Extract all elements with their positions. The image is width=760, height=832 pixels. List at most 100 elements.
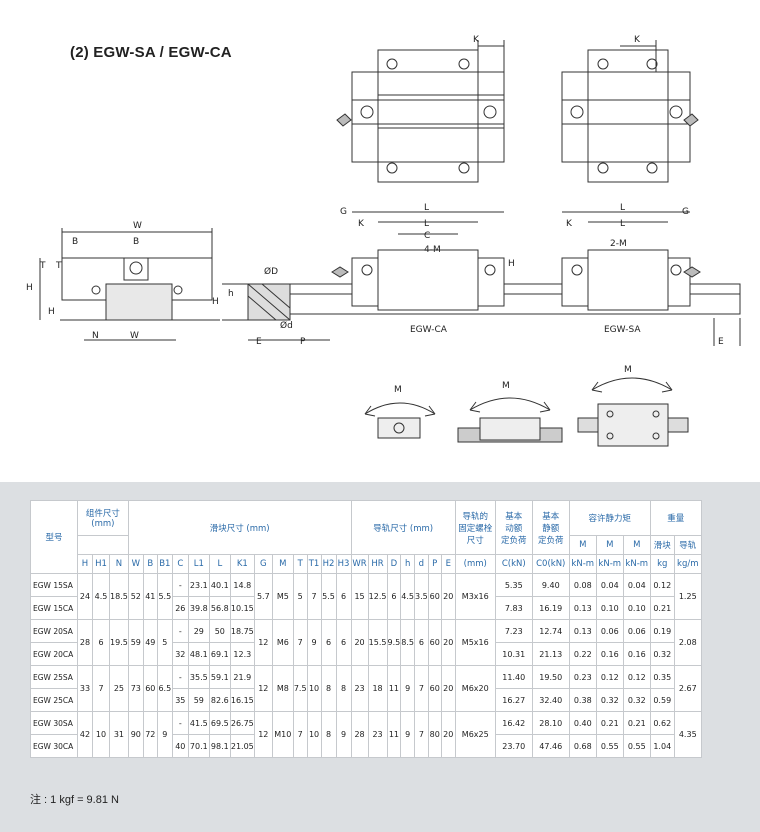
- value-cell: 12.3: [229, 642, 255, 666]
- value-cell: 0.32: [622, 688, 651, 712]
- value-cell: 16.15: [229, 688, 255, 712]
- value-cell: 7.5: [292, 665, 308, 712]
- value-cell: 6: [414, 619, 429, 666]
- column-header: H2: [320, 554, 337, 574]
- value-cell: 7: [414, 711, 429, 758]
- column-header: W: [127, 554, 144, 574]
- value-cell: 10: [306, 711, 322, 758]
- label-l-ca: L: [424, 203, 429, 213]
- header-rail: 导轨尺寸 (mm): [350, 500, 456, 555]
- header-mr: M: [568, 535, 597, 555]
- value-cell: 0.06: [595, 619, 624, 643]
- label-k1-ca: K: [473, 35, 480, 45]
- header-assembly: 组件尺寸(mm): [77, 500, 129, 536]
- value-cell: 73: [127, 665, 144, 712]
- value-cell: 48.1: [187, 642, 210, 666]
- column-header: d: [414, 554, 429, 574]
- value-cell: 2.67: [673, 665, 702, 712]
- value-cell: 11: [386, 711, 402, 758]
- value-cell: 5: [156, 619, 173, 666]
- label-c: C: [424, 231, 430, 241]
- value-cell: 15: [350, 573, 369, 620]
- value-cell: M6: [271, 619, 294, 666]
- value-cell: 5.5: [156, 573, 173, 620]
- column-header: T1: [306, 554, 322, 574]
- value-cell: 28: [77, 619, 93, 666]
- value-cell: 4.5: [92, 573, 110, 620]
- column-header: T: [292, 554, 308, 574]
- value-cell: 33: [77, 665, 93, 712]
- label-4m: 4-M: [424, 245, 441, 255]
- label-w: W: [133, 221, 142, 231]
- value-cell: 8.5: [400, 619, 416, 666]
- value-cell: 9.40: [531, 573, 570, 597]
- value-cell: 1.25: [673, 573, 702, 620]
- value-cell: 0.19: [649, 619, 675, 643]
- value-cell: 11: [386, 665, 402, 712]
- header-moment: 容许静力矩: [568, 500, 651, 536]
- value-cell: 7: [92, 665, 110, 712]
- value-cell: 6: [386, 573, 402, 620]
- value-cell: 82.6: [208, 688, 231, 712]
- value-cell: 28.10: [531, 711, 570, 735]
- moment-my-diagram: [577, 377, 689, 447]
- section-title: (2) EGW-SA / EGW-CA: [70, 44, 232, 61]
- value-cell: 0.59: [649, 688, 675, 712]
- value-cell: 23.1: [187, 573, 210, 597]
- value-cell: 60: [427, 665, 442, 712]
- value-cell: 59: [127, 619, 144, 666]
- value-cell: -: [171, 665, 189, 689]
- label-hr: H: [212, 297, 219, 307]
- value-cell: 0.10: [622, 596, 651, 620]
- label-k1-sa: K: [634, 35, 641, 45]
- column-header: L1: [187, 554, 210, 574]
- value-cell: 31: [109, 711, 129, 758]
- value-cell: 98.1: [208, 734, 231, 758]
- value-cell: 6.5: [156, 665, 173, 712]
- top-view-ca: [336, 40, 505, 183]
- label-g-ca: G: [340, 207, 347, 217]
- header-model: 型号: [30, 500, 78, 574]
- value-cell: 41: [142, 573, 158, 620]
- value-cell: 19.5: [109, 619, 129, 666]
- column-header: H1: [92, 554, 110, 574]
- value-cell: 18.5: [109, 573, 129, 620]
- label-l1-sa: L: [620, 219, 625, 229]
- value-cell: -: [171, 573, 189, 597]
- column-header: H: [77, 554, 93, 574]
- label-b1: B: [72, 237, 78, 247]
- value-cell: 9: [156, 711, 173, 758]
- value-cell: 56.8: [208, 596, 231, 620]
- value-cell: 0.12: [649, 573, 675, 597]
- value-cell: 23: [367, 711, 388, 758]
- value-cell: 23.70: [494, 734, 533, 758]
- value-cell: 9.5: [386, 619, 402, 666]
- value-cell: 40.1: [208, 573, 231, 597]
- value-cell: 0.38: [568, 688, 597, 712]
- value-cell: 5.5: [320, 573, 337, 620]
- value-cell: 41.5: [187, 711, 210, 735]
- value-cell: 0.04: [595, 573, 624, 597]
- value-cell: 6: [335, 619, 352, 666]
- value-cell: 9: [335, 711, 352, 758]
- value-cell: 21.05: [229, 734, 255, 758]
- label-b: B: [133, 237, 139, 247]
- value-cell: 16.19: [531, 596, 570, 620]
- value-cell: M5x16: [454, 619, 496, 666]
- label-egw-ca: EGW-CA: [410, 325, 448, 335]
- value-cell: M6x20: [454, 665, 496, 712]
- model-cell: EGW 25SA: [30, 665, 78, 689]
- value-cell: 0.32: [595, 688, 624, 712]
- moment-mp-diagram: [457, 397, 563, 443]
- value-cell: 80: [427, 711, 442, 758]
- label-h2: H: [508, 259, 515, 269]
- value-cell: 29: [187, 619, 210, 643]
- moment-mr-diagram: [364, 402, 436, 439]
- value-cell: 12: [253, 711, 273, 758]
- value-cell: M3x16: [454, 573, 496, 620]
- value-cell: 7: [306, 573, 322, 620]
- value-cell: 21.13: [531, 642, 570, 666]
